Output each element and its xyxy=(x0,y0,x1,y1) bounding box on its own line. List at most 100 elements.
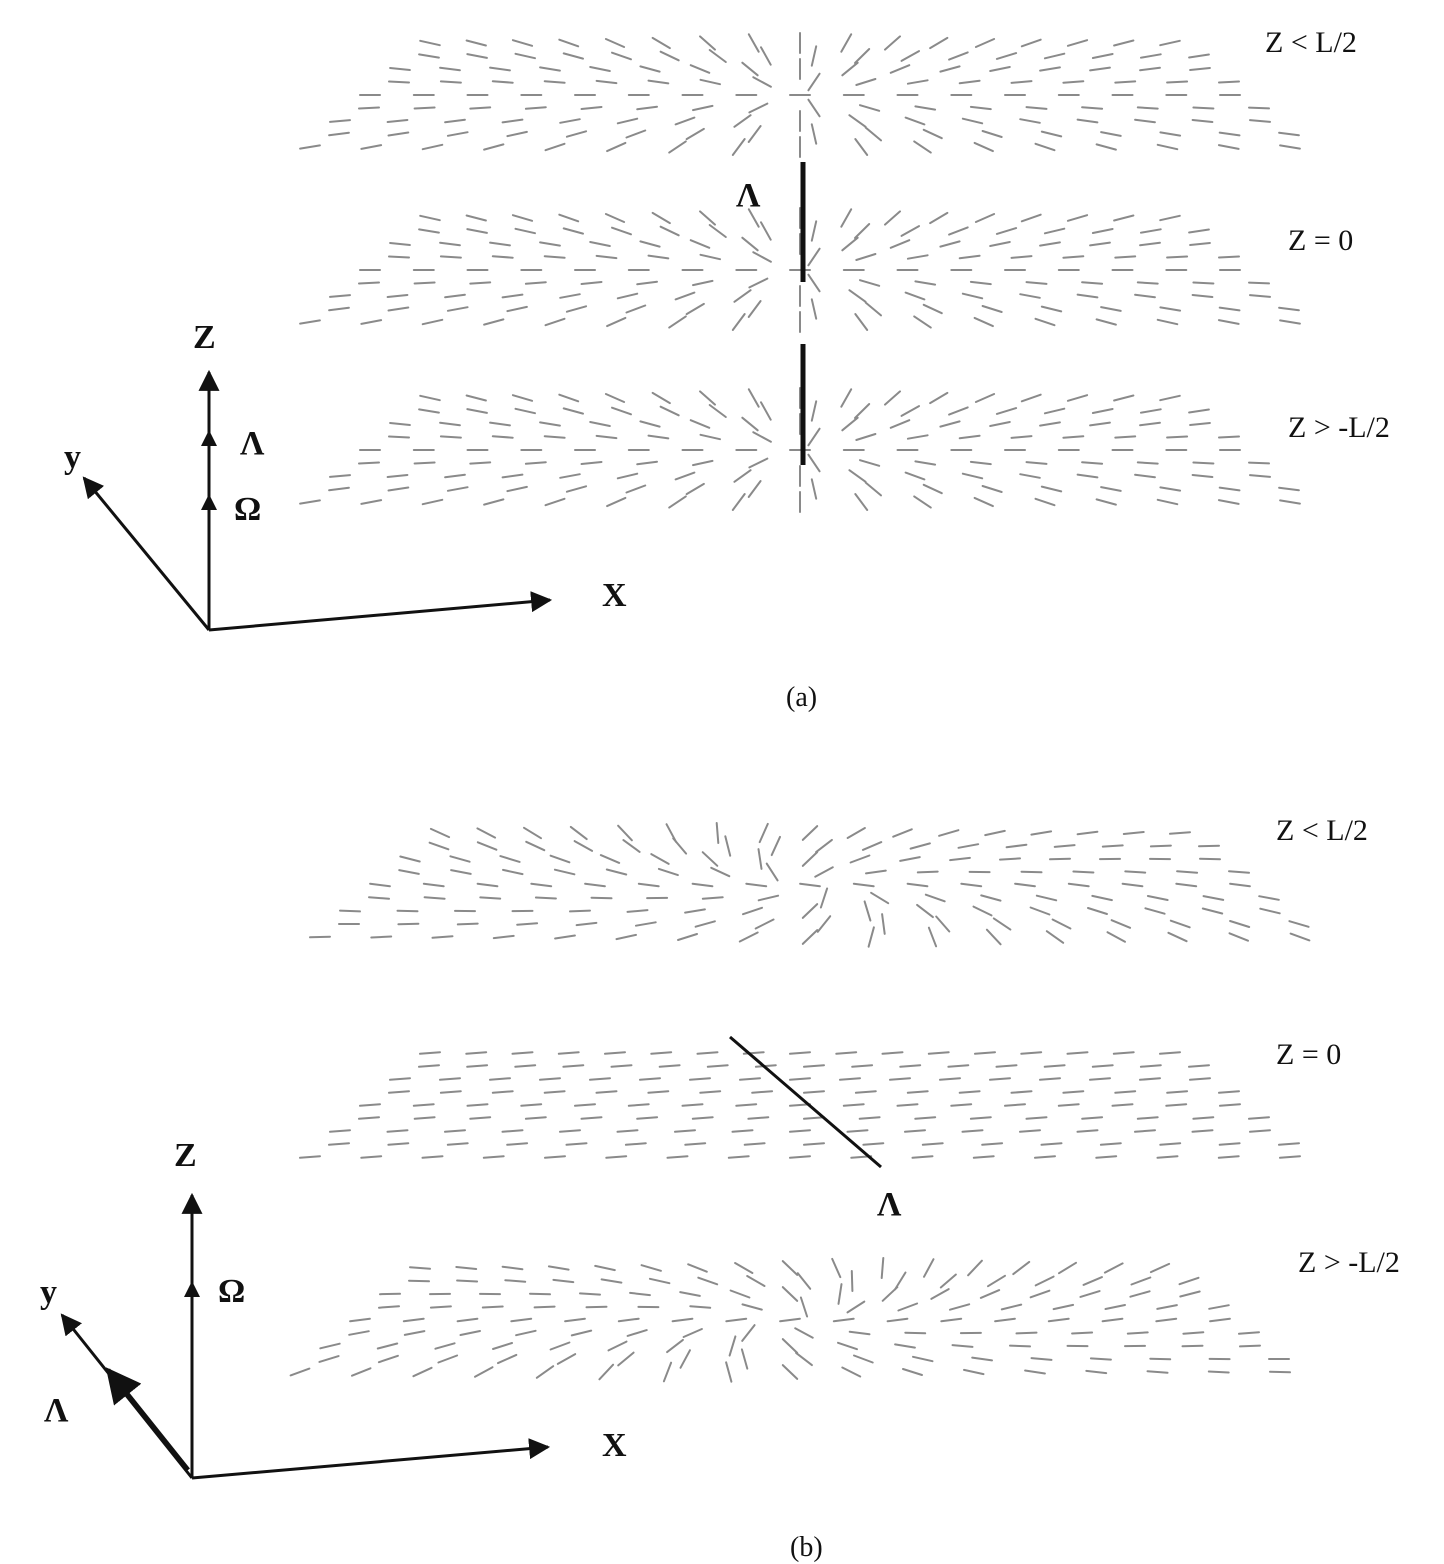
director-dash xyxy=(520,1103,543,1107)
director-dash xyxy=(795,1351,813,1367)
director-dash xyxy=(329,1129,351,1133)
director-dash xyxy=(994,1317,1016,1323)
director-dash xyxy=(1124,870,1147,874)
director-dash xyxy=(511,214,534,222)
director-dash xyxy=(1289,932,1311,942)
director-dash xyxy=(679,1291,701,1297)
z-axis-label-b: Z xyxy=(174,1137,197,1174)
director-dash xyxy=(902,1368,923,1376)
director-dash xyxy=(514,227,536,235)
director-dash xyxy=(1188,408,1210,414)
director-dash xyxy=(594,1264,616,1272)
director-dash xyxy=(1062,255,1085,259)
director-dash xyxy=(666,1338,684,1354)
director-dash xyxy=(1081,1116,1104,1120)
director-dash xyxy=(889,64,911,74)
director-dash xyxy=(625,129,647,139)
director-dash xyxy=(728,1335,737,1357)
director-dash xyxy=(699,78,721,86)
director-dash xyxy=(1101,844,1124,848)
director-dash xyxy=(1113,394,1135,402)
director-dash xyxy=(1100,306,1122,312)
director-dash xyxy=(881,913,886,935)
director-dash xyxy=(1279,499,1301,505)
director-dash xyxy=(789,1155,811,1159)
director-dash xyxy=(387,1142,410,1146)
director-dash xyxy=(960,882,983,888)
director-dash xyxy=(539,241,561,247)
director-dash xyxy=(819,887,829,909)
director-dash xyxy=(841,61,859,77)
director-dash xyxy=(491,435,514,439)
director-dash xyxy=(1106,931,1126,943)
director-dash xyxy=(466,228,488,234)
director-dash xyxy=(752,76,772,88)
director-dash xyxy=(431,935,454,939)
director-dash xyxy=(854,48,871,64)
director-dash xyxy=(1113,214,1135,222)
director-dash xyxy=(850,1270,854,1292)
director-dash xyxy=(831,1257,842,1279)
director-dash xyxy=(668,315,687,329)
director-dash xyxy=(1229,920,1251,928)
director-dash xyxy=(859,104,881,112)
director-dash xyxy=(685,127,705,141)
director-dash xyxy=(604,393,626,403)
director-dash xyxy=(1019,1129,1041,1133)
director-dash xyxy=(1139,66,1161,72)
director-dash xyxy=(864,481,882,497)
director-dash xyxy=(386,119,409,123)
director-dash xyxy=(339,909,361,913)
director-dash xyxy=(524,106,547,110)
director-dash xyxy=(1201,907,1224,915)
director-dash xyxy=(1139,1077,1161,1081)
director-dash xyxy=(849,854,871,864)
director-dash xyxy=(1278,486,1300,492)
director-dash xyxy=(909,842,931,850)
director-dash xyxy=(963,1368,985,1376)
director-dash xyxy=(1149,1262,1171,1274)
director-dash xyxy=(617,1351,635,1367)
director-dash xyxy=(559,473,581,479)
director-dash xyxy=(616,292,639,300)
director-dash xyxy=(969,280,992,286)
director-dash xyxy=(854,223,871,239)
director-dash xyxy=(358,461,380,465)
director-dash xyxy=(1278,306,1300,312)
director-dash xyxy=(710,866,731,878)
director-dash xyxy=(328,131,350,137)
director-dash xyxy=(1217,1155,1240,1159)
director-dash xyxy=(412,1103,435,1107)
director-dash xyxy=(368,896,390,900)
director-dash xyxy=(549,1341,571,1351)
director-dash xyxy=(1159,1142,1182,1146)
director-dash xyxy=(1076,1129,1099,1133)
director-dash xyxy=(1218,1142,1241,1146)
director-dash xyxy=(1249,294,1271,298)
director-dash xyxy=(446,131,469,137)
y-axis-label-b: y xyxy=(40,1274,57,1311)
plane-label-top-a: Z < L/2 xyxy=(1265,26,1357,59)
director-dash xyxy=(900,225,920,237)
lambda-line-label-b: Λ xyxy=(877,1186,902,1223)
director-dash xyxy=(694,920,716,928)
lambda-line-label-a: Λ xyxy=(736,177,761,214)
director-dash xyxy=(770,835,781,857)
director-dash xyxy=(738,931,759,943)
director-dash xyxy=(535,1365,555,1379)
lambda-line-b xyxy=(729,1035,882,1169)
director-dash xyxy=(481,1305,504,1309)
director-dash xyxy=(491,255,514,259)
director-dash xyxy=(1159,39,1181,47)
director-dash xyxy=(419,39,441,47)
director-dash xyxy=(606,141,627,153)
director-dash xyxy=(1218,486,1241,492)
director-dash xyxy=(389,242,411,246)
director-dash xyxy=(741,1303,763,1311)
director-dash xyxy=(413,281,436,285)
director-dash xyxy=(604,38,626,48)
director-dash xyxy=(1140,53,1162,59)
director-dash xyxy=(984,829,1006,837)
omega-axis-label-a: Ω xyxy=(234,491,261,528)
director-dash xyxy=(741,416,759,432)
